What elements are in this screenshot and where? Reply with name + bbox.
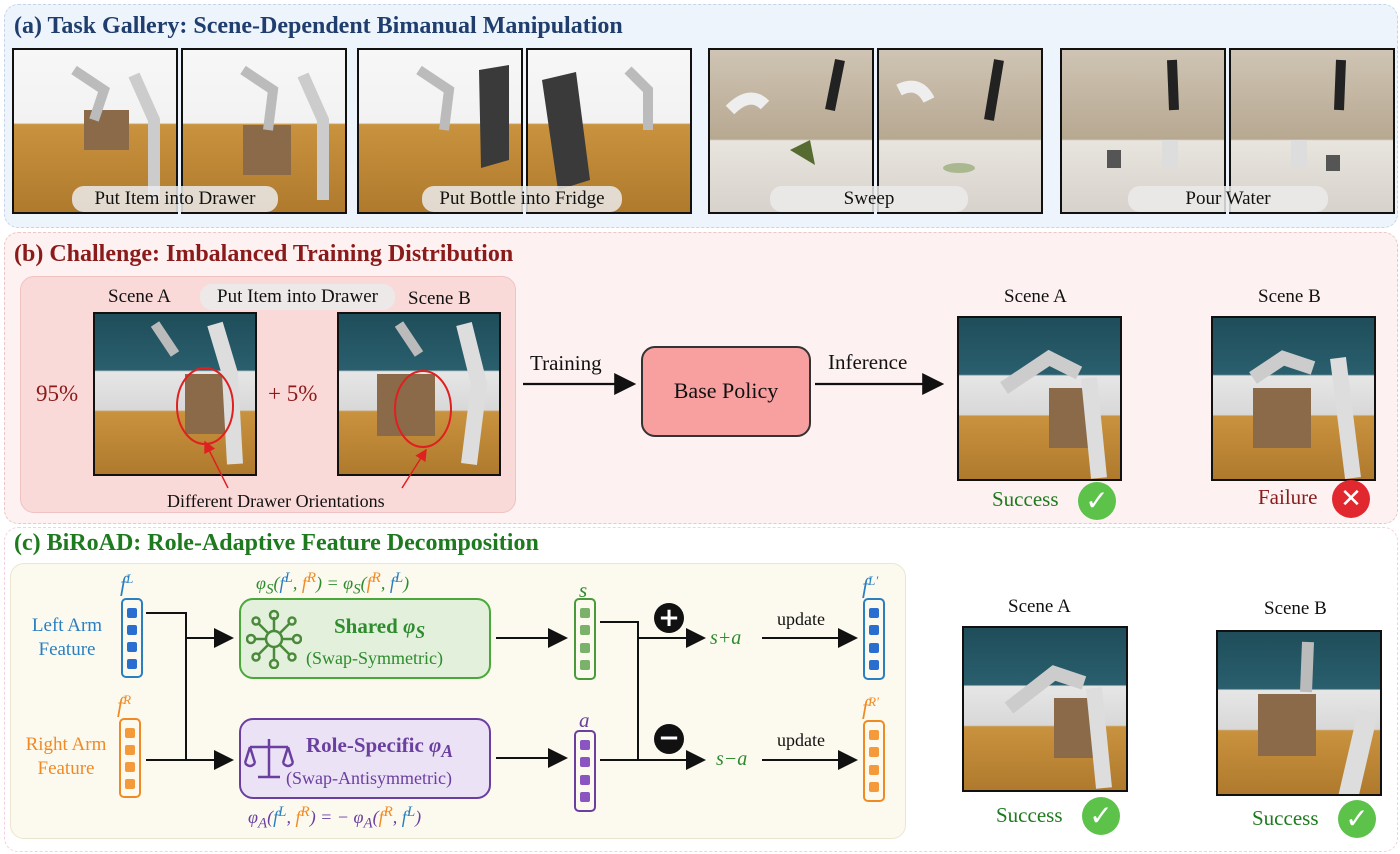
left-arm-updated-vector [863, 598, 885, 680]
network-icon [246, 609, 302, 669]
left-arm-label: Left Arm Feature [31, 615, 103, 660]
s-vector [574, 598, 596, 680]
s-plus-a-label: s+a [710, 627, 742, 649]
c-success-b-label: Success [1252, 806, 1319, 830]
shared-equation: φS(fL, fR) = φS(fR, fL) [256, 570, 410, 598]
scene-b-training-image [337, 312, 501, 476]
role-equation: φA(fL, fR) = − φA(fR, fL) [248, 804, 422, 832]
left-arm-vector [121, 598, 143, 678]
annotation-label: Different Drawer Orientations [167, 491, 385, 511]
role-specific-module [239, 718, 491, 799]
fL-label: fL [120, 571, 134, 597]
shared-title: Shared φS [334, 614, 426, 643]
role-subtitle: (Swap-Antisymmetric) [286, 768, 452, 788]
right-arm-updated-vector [863, 720, 885, 802]
right-arm-vector [119, 718, 141, 798]
right-arm-label: Right Arm Feature [25, 734, 107, 779]
percent-95: 95% [36, 381, 79, 406]
task-label-sweep: Sweep [770, 186, 968, 212]
update-label-top: update [777, 609, 825, 629]
s-minus-a-label: s−a [716, 748, 748, 770]
cross-icon: ✕ [1332, 480, 1370, 518]
scene-a-label: Scene A [108, 286, 171, 307]
task-label-drawer: Put Item into Drawer [72, 186, 278, 212]
result-scene-a-image [957, 316, 1122, 481]
result-success-label: Success [992, 487, 1059, 511]
fL-prime-label: fL′ [862, 573, 879, 599]
checkmark-icon: ✓ [1078, 482, 1116, 520]
fR-prime-label: fR′ [862, 694, 879, 720]
c-scene-b-image [1216, 630, 1382, 796]
plus-percent-5: + 5% [268, 381, 318, 406]
role-title: Role-Specific φA [306, 733, 454, 762]
minus-icon: − [654, 724, 684, 754]
a-vector [574, 730, 596, 812]
base-policy-box [641, 346, 811, 437]
checkmark-icon: ✓ [1082, 797, 1120, 835]
result-scene-b-image [1211, 316, 1376, 481]
scene-a-training-image [93, 312, 257, 476]
fR-label: fR [117, 692, 132, 718]
a-label: a [579, 708, 590, 732]
result-failure-label: Failure [1258, 485, 1318, 509]
base-policy-label: Base Policy [673, 378, 779, 403]
result-scene-b-label: Scene B [1258, 286, 1321, 307]
checkmark-icon: ✓ [1338, 800, 1376, 838]
c-scene-a-image [962, 626, 1128, 792]
task-label-fridge: Put Bottle into Fridge [422, 186, 622, 212]
scene-b-label: Scene B [408, 288, 471, 309]
s-label: s [579, 578, 588, 602]
inference-label: Inference [828, 350, 908, 374]
panel-a-title: (a) Task Gallery: Scene-Dependent Bimanu… [14, 13, 623, 39]
task-label-put-item: Put Item into Drawer [200, 284, 395, 310]
training-label: Training [530, 351, 602, 375]
shared-subtitle: (Swap-Symmetric) [306, 648, 443, 668]
update-label-bottom: update [777, 730, 825, 750]
scale-icon [244, 739, 294, 779]
panel-b-title: (b) Challenge: Imbalanced Training Distr… [14, 241, 514, 267]
panel-c-title: (c) BiRoAD: Role-Adaptive Feature Decomp… [14, 530, 539, 556]
c-scene-b-label: Scene B [1264, 598, 1327, 619]
c-scene-a-label: Scene A [1008, 596, 1071, 617]
c-success-a-label: Success [996, 803, 1063, 827]
task-label-pour: Pour Water [1128, 186, 1328, 212]
plus-icon: + [654, 603, 684, 633]
result-scene-a-label: Scene A [1004, 286, 1067, 307]
